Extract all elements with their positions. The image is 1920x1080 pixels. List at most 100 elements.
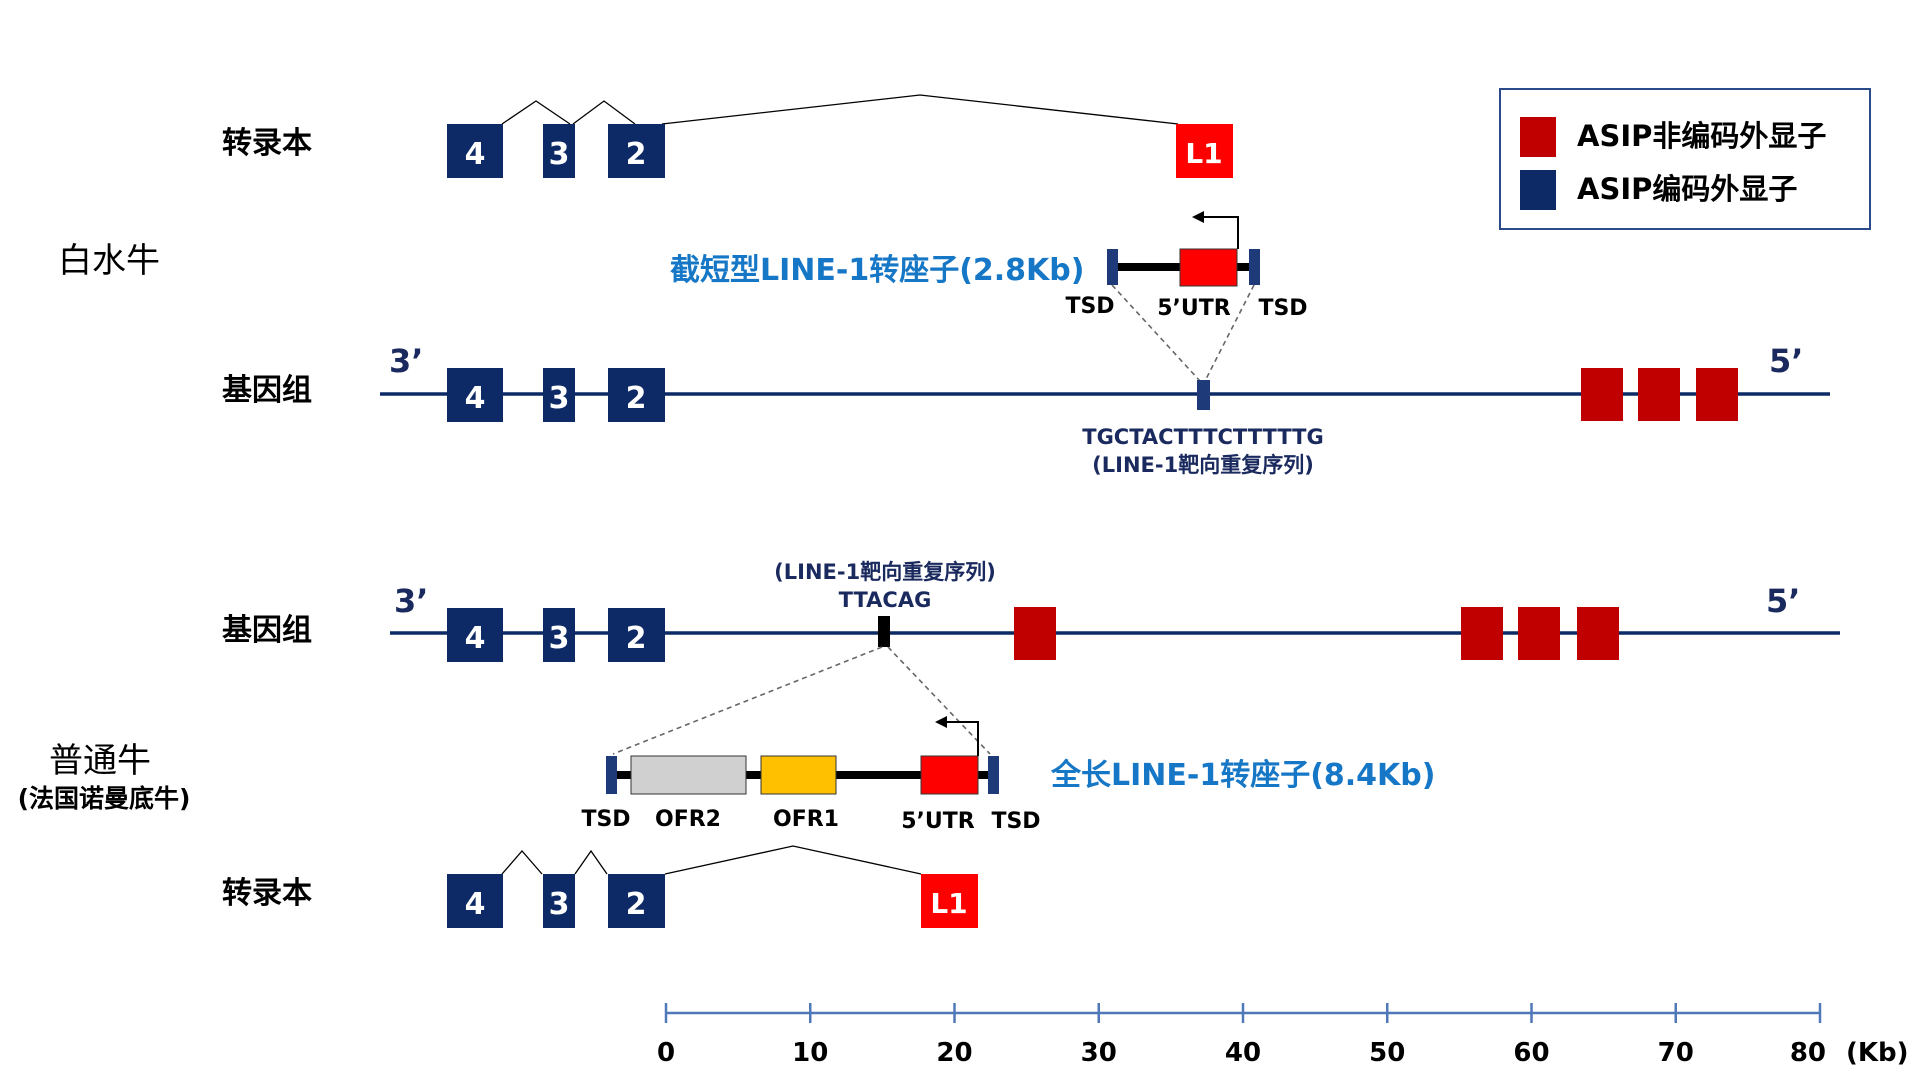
insert-title-bottom: 全长LINE-1转座子(8.4Kb): [1050, 758, 1436, 793]
scale-tick-label: 60: [1513, 1038, 1549, 1068]
target-note-bottom: (LINE-1靶向重复序列): [774, 560, 996, 584]
exon-number: 3: [549, 887, 570, 922]
legend-frame: [1499, 88, 1871, 230]
ofr1-label: OFR1: [773, 807, 839, 832]
exon-2-transcript-top: 2: [608, 124, 665, 178]
exon-number: 4: [465, 621, 486, 656]
exon-3-transcript-bottom: 3: [543, 874, 575, 928]
splice-line-4-3-bottom: [501, 850, 543, 875]
tsd-label-left-top: TSD: [1065, 294, 1114, 319]
exon-l1-transcript-top: L1: [1176, 124, 1233, 178]
utr-label-bottom: 5’UTR: [901, 809, 975, 834]
legend-label-noncoding: ASIP非编码外显子: [1577, 119, 1826, 153]
exon-2-genome-top: 2: [608, 368, 665, 422]
tsd-box-left-top: [1107, 249, 1118, 285]
genome-label-bottom: 基因组: [222, 613, 312, 648]
end-label-5prime-top: 5’: [1769, 342, 1803, 380]
scale-tick-label: 70: [1658, 1038, 1694, 1068]
exon-number: 2: [626, 887, 647, 922]
exon-number: 4: [465, 381, 486, 416]
noncoding-exon-genome-bottom-2: [1461, 607, 1503, 660]
splice-line-4-3-top: [501, 100, 571, 125]
noncoding-exon-genome-bottom-4: [1577, 607, 1619, 660]
end-label-3prime-top: 3’: [389, 342, 423, 380]
exon-number: 4: [465, 887, 486, 922]
exon-4-genome-bottom: 4: [447, 608, 503, 662]
exon-number: 3: [549, 621, 570, 656]
scale-unit-label: (Kb): [1846, 1038, 1909, 1068]
target-note-top: (LINE-1靶向重复序列): [1092, 453, 1314, 477]
legend: ASIP非编码外显子 ASIP编码外显子: [1499, 88, 1871, 230]
insert-title-top: 截短型LINE-1转座子(2.8Kb): [670, 253, 1085, 288]
exon-number: 4: [465, 137, 486, 172]
insert-guide-left-bottom: [612, 646, 883, 755]
legend-swatch-coding: [1520, 170, 1556, 210]
scale-bar: 0 10 20 30 40 50 60 70 80: [657, 1003, 1826, 1068]
transcript-label-bottom: 转录本: [222, 876, 312, 911]
tsd-box-right-top: [1249, 249, 1260, 285]
scale-tick-label: 0: [657, 1038, 675, 1068]
insertion-site-top: [1197, 380, 1210, 410]
splice-line-2-l1-top: [661, 94, 1179, 125]
noncoding-exon-genome-bottom-3: [1518, 607, 1560, 660]
exon-3-transcript-top: 3: [543, 124, 575, 178]
l1-label: L1: [930, 887, 967, 920]
target-seq-bottom: TTACAG: [839, 588, 932, 612]
scale-tick-label: 80: [1790, 1038, 1826, 1068]
exon-3-genome-top: 3: [543, 368, 575, 422]
utr-box-top: [1179, 248, 1238, 287]
promoter-arrow-bottom: [945, 721, 979, 756]
insert-guide-right-bottom: [887, 646, 991, 755]
insertion-site-bottom: [878, 616, 890, 647]
insert-guide-left-top: [1111, 284, 1201, 382]
utr-label-top: 5’UTR: [1157, 296, 1231, 321]
end-label-3prime-bottom: 3’: [394, 582, 428, 620]
exon-4-transcript-top: 4: [447, 124, 503, 178]
exon-number: 2: [626, 621, 647, 656]
legend-swatch-noncoding: [1520, 117, 1556, 157]
exon-3-genome-bottom: 3: [543, 608, 575, 662]
ofr2-label: OFR2: [655, 807, 721, 832]
noncoding-exon-genome-bottom-1: [1014, 607, 1056, 660]
scale-tick-label: 20: [936, 1038, 972, 1068]
ofr1-box: [760, 755, 837, 795]
target-seq-top: TGCTACTTTCTTTTTG: [1082, 425, 1323, 449]
scale-tick-label: 10: [792, 1038, 828, 1068]
exon-number: 2: [626, 137, 647, 172]
promoter-arrowhead-bottom: [935, 716, 947, 728]
noncoding-exon-genome-top-3: [1696, 368, 1738, 421]
utr-box-bottom: [920, 755, 979, 795]
scale-tick-label: 40: [1225, 1038, 1261, 1068]
noncoding-exon-genome-top-2: [1638, 368, 1680, 421]
exon-l1-transcript-bottom: L1: [921, 874, 978, 928]
end-label-5prime-bottom: 5’: [1766, 582, 1800, 620]
scale-tick-label: 30: [1081, 1038, 1117, 1068]
exon-number: 3: [549, 381, 570, 416]
transcript-label-top: 转录本: [222, 126, 312, 161]
splice-line-3-2-top: [572, 100, 636, 125]
exon-4-genome-top: 4: [447, 368, 503, 422]
tsd-label-right-bottom: TSD: [991, 809, 1040, 834]
exon-number: 2: [626, 381, 647, 416]
scale-tick-label: 50: [1369, 1038, 1405, 1068]
promoter-arrow-top: [1202, 216, 1239, 249]
tsd-box-left-bottom: [606, 756, 617, 794]
splice-line-3-2-bottom: [574, 849, 608, 875]
exon-number: 3: [549, 137, 570, 172]
noncoding-exon-genome-top-1: [1581, 368, 1623, 421]
species-label-bottom: 普通牛: [49, 741, 151, 781]
ofr2-box: [630, 755, 747, 795]
legend-label-coding: ASIP编码外显子: [1577, 172, 1797, 206]
species-label-top: 白水牛: [58, 241, 160, 281]
exon-4-transcript-bottom: 4: [447, 874, 503, 928]
exon-2-genome-bottom: 2: [608, 608, 665, 662]
tsd-label-right-top: TSD: [1258, 296, 1307, 321]
species-sublabel-bottom: (法国诺曼底牛): [18, 784, 191, 813]
exon-2-transcript-bottom: 2: [608, 874, 665, 928]
splice-line-2-l1-bottom: [664, 845, 922, 875]
genome-label-top: 基因组: [222, 373, 312, 408]
tsd-label-left-bottom: TSD: [581, 807, 630, 832]
tsd-box-right-bottom: [988, 756, 999, 794]
l1-label: L1: [1185, 137, 1222, 170]
